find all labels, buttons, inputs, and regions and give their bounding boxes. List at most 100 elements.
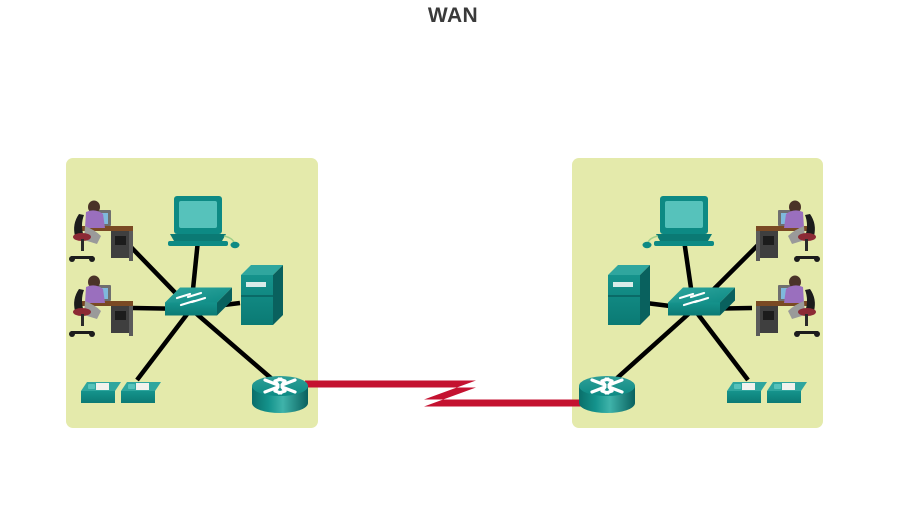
switch-arrow-1 xyxy=(175,292,192,300)
phone-body-1 xyxy=(81,391,115,403)
edge-router[interactable] xyxy=(252,376,308,413)
user-head xyxy=(88,200,100,214)
file-server[interactable] xyxy=(241,265,283,325)
router-arrow-4 xyxy=(604,385,624,395)
link-switch-ip-phone xyxy=(692,307,750,382)
chair-seat xyxy=(798,308,816,316)
pc-keyboard xyxy=(168,241,228,246)
switch-top xyxy=(668,287,735,303)
tower-face xyxy=(115,311,126,320)
chair-back xyxy=(74,289,84,312)
desk-leg xyxy=(129,231,133,261)
phone-handset-2 xyxy=(128,384,135,389)
phone-keypad-2 xyxy=(136,383,149,390)
switch-front xyxy=(165,302,217,316)
file-server[interactable] xyxy=(608,265,650,325)
chair-base xyxy=(796,256,818,259)
phone-body-2 xyxy=(767,391,801,403)
switch-arrow-4 xyxy=(689,291,706,299)
switch-side xyxy=(217,287,232,316)
ip-phone-pair[interactable] xyxy=(81,382,161,403)
desktop-pc[interactable] xyxy=(642,196,715,249)
workstation-group xyxy=(756,200,820,262)
user-torso xyxy=(85,285,105,303)
server-top xyxy=(241,265,283,275)
chair-base xyxy=(71,331,93,334)
chair-base xyxy=(71,256,93,259)
router-arrow-2 xyxy=(604,377,624,387)
phone-body-1 xyxy=(727,391,761,403)
switch-top xyxy=(165,287,232,303)
chair-back xyxy=(74,214,84,237)
user-workstation-1[interactable] xyxy=(69,200,133,263)
phone-keypad-1 xyxy=(96,383,109,390)
ip-phone-pair[interactable] xyxy=(727,382,807,403)
link-switch-router xyxy=(614,307,696,381)
router-arrow-2 xyxy=(277,377,297,387)
chair-wheel-left xyxy=(69,256,75,262)
switch-arrow-3 xyxy=(179,299,196,307)
chair-post xyxy=(81,314,84,326)
phone-handset-2 xyxy=(774,384,781,389)
edge-router[interactable] xyxy=(579,376,635,413)
phone-handset-1 xyxy=(734,384,741,389)
pc-screen xyxy=(179,201,217,228)
user-torso xyxy=(784,210,804,228)
chair-wheel-right xyxy=(89,256,95,262)
switch-front xyxy=(668,302,720,316)
user-workstation-4[interactable] xyxy=(756,275,820,338)
phone-keypad-1 xyxy=(742,383,755,390)
desktop-pc[interactable] xyxy=(168,196,240,249)
server-drive-slot xyxy=(613,282,633,287)
server-top xyxy=(608,265,650,275)
link-switch-ip-phone xyxy=(135,307,193,382)
chair-post xyxy=(81,239,84,251)
pc-mouse xyxy=(642,241,652,249)
pc-screen xyxy=(665,201,703,228)
workstation-group xyxy=(69,200,133,262)
page-title: WAN xyxy=(427,4,479,27)
user-head xyxy=(789,200,801,214)
desk-leg xyxy=(756,306,760,336)
user-head xyxy=(88,275,100,289)
server-side xyxy=(273,265,283,325)
desk-leg xyxy=(756,231,760,261)
server-drive-slot xyxy=(246,282,266,287)
user-workstation-3[interactable] xyxy=(756,200,820,263)
lan-switch[interactable] xyxy=(165,287,232,316)
workstation-group xyxy=(69,275,133,337)
pc-base xyxy=(170,234,226,241)
pc-mouse xyxy=(230,241,240,249)
chair-wheel-right xyxy=(794,256,800,262)
phone-keypad-2 xyxy=(782,383,795,390)
user-torso xyxy=(784,285,804,303)
phone-handset-1 xyxy=(88,384,95,389)
chair-wheel-left xyxy=(814,331,820,337)
switch-side xyxy=(720,287,735,316)
lan-switch[interactable] xyxy=(668,287,735,316)
desk-leg xyxy=(129,306,133,336)
chair-post xyxy=(805,314,808,326)
chair-back xyxy=(805,214,815,237)
chair-post xyxy=(805,239,808,251)
chair-wheel-right xyxy=(794,331,800,337)
server-side xyxy=(640,265,650,325)
wan-serial-link xyxy=(305,380,586,407)
chair-seat xyxy=(73,308,91,316)
chair-wheel-left xyxy=(69,331,75,337)
chair-base xyxy=(796,331,818,334)
chair-wheel-left xyxy=(814,256,820,262)
workstation-group xyxy=(756,275,820,337)
router-arrow-4 xyxy=(277,385,297,395)
pc-keyboard xyxy=(654,241,714,246)
chair-back xyxy=(805,289,815,312)
user-workstation-2[interactable] xyxy=(69,275,133,338)
user-head xyxy=(789,275,801,289)
chair-seat xyxy=(73,233,91,241)
link-switch-router xyxy=(189,307,274,381)
switch-arrow-4 xyxy=(186,291,203,299)
pc-base xyxy=(656,234,712,241)
chair-wheel-right xyxy=(89,331,95,337)
